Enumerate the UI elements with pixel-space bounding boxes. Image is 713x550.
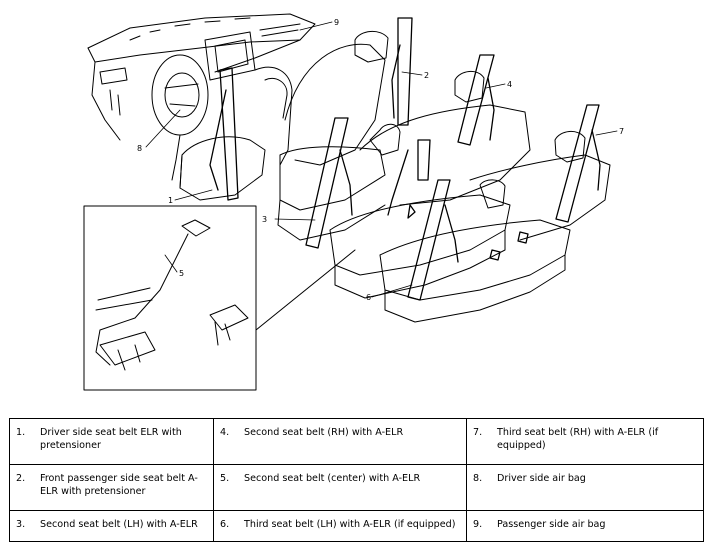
legend-cell: 8. Driver side air bag [466,464,704,512]
legend-number: 9. [473,519,483,531]
legend-text: Second seat belt (LH) with A-ELR [40,519,198,531]
legend-number: 3. [16,519,26,531]
inset-detail [83,205,356,391]
legend-number: 5. [220,473,230,485]
third-row-seat [379,131,611,323]
callout-8: 8 [137,144,142,153]
callout-7: 7 [619,127,624,136]
legend-table: 1. Driver side seat belt ELR with pretens… [9,417,704,542]
leader-lines [145,21,618,298]
legend-cell: 7. Third seat belt (RH) with A-ELR (if eq… [466,417,704,466]
callout-9: 9 [334,18,339,27]
legend-number: 8. [473,473,483,485]
legend-text: Driver side seat belt ELR with pretensio… [40,427,182,451]
legend-cell: 9. Passenger side air bag [466,510,704,542]
legend-number: 1. [16,427,26,438]
legend-cell: 5. Second seat belt (center) with A-ELR [213,464,467,512]
legend-text: Driver side air bag [497,473,586,485]
steering-wheel [151,54,209,181]
legend-number: 4. [220,427,230,438]
legend-row: 3. Second seat belt (LH) with A-ELR 6. Thi… [9,510,704,542]
legend-text: Third seat belt (LH) with A-ELR (if equi… [244,519,456,531]
legend-text: Front passenger side seat belt A-ELR wit… [40,473,198,497]
legend-number: 7. [473,427,483,438]
seat-belt-diagram: 1 2 3 4 5 6 7 8 9 [83,13,624,391]
legend-cell: 6. Third seat belt (LH) with A-ELR (if eq… [213,510,467,542]
legend-cell: 4. Second seat belt (RH) with A-ELR [213,417,467,466]
callout-1: 1 [168,196,173,205]
callout-6: 6 [366,293,371,302]
second-row-seat [329,71,531,299]
legend-text: Passenger side air bag [497,519,606,531]
legend-text: Third seat belt (RH) with A-ELR (if equi… [497,427,659,451]
callout-3: 3 [262,215,267,224]
legend-row: 1. Driver side seat belt ELR with pretens… [9,417,704,466]
legend-text: Second seat belt (RH) with A-ELR [244,427,404,438]
legend-cell: 3. Second seat belt (LH) with A-ELR [9,510,214,542]
callout-4: 4 [507,80,512,89]
callout-2: 2 [424,71,429,80]
legend-cell: 2. Front passenger side seat belt A-ELR w… [9,464,214,512]
seat-belts [209,17,601,301]
callout-5: 5 [179,269,184,278]
legend-cell: 1. Driver side seat belt ELR with pretens… [9,417,214,466]
front-seats [179,31,389,241]
legend-text: Second seat belt (center) with A-ELR [244,473,421,485]
legend-number: 6. [220,519,230,531]
legend-row: 2. Front passenger side seat belt A-ELR w… [9,464,704,512]
legend-number: 2. [16,473,26,485]
